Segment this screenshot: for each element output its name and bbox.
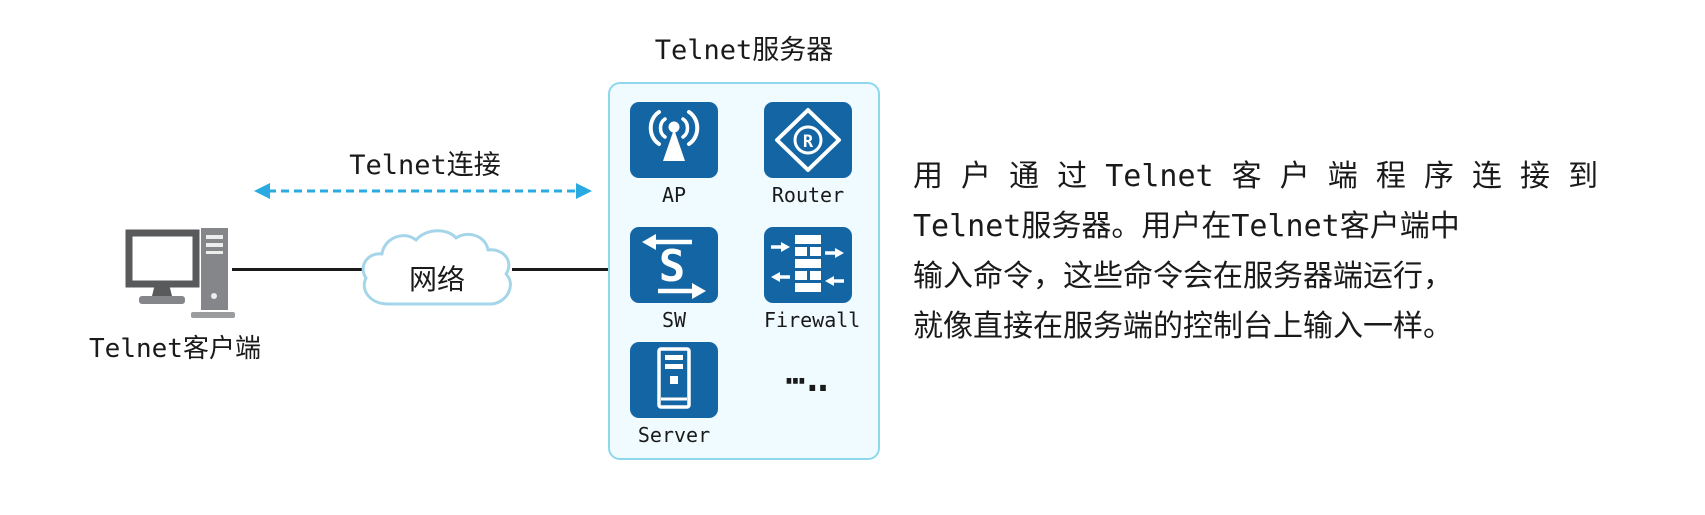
client-to-network-link-line xyxy=(232,268,372,271)
device-switch-label: SW xyxy=(661,308,687,332)
ellipsis-more-devices-icon: ⋯‥ xyxy=(785,361,831,399)
server-group-title: Telnet服务器 xyxy=(654,35,834,66)
telnet-client xyxy=(125,226,240,321)
network-label: 网络 xyxy=(408,263,465,296)
device-router-label: Router xyxy=(771,183,845,207)
description-line: 用 户 通 过 Telnet 客 户 端 程 序 连 接 到 xyxy=(913,159,1599,194)
telnet-server-group-box: AP R Router S SW xyxy=(608,82,880,460)
device-ap: AP xyxy=(630,102,718,207)
network-to-server-link-line xyxy=(512,268,610,271)
firewall-icon xyxy=(764,227,852,303)
router-icon: R xyxy=(764,102,852,178)
description-line: Telnet服务器。用户在Telnet客户端中 xyxy=(913,209,1460,244)
description-line: 就像直接在服务端的控制台上输入一样。 xyxy=(913,309,1453,344)
device-ap-label: AP xyxy=(661,183,687,207)
switch-s-glyph: S xyxy=(659,241,686,292)
telnet-connection-label: Telnet连接 xyxy=(349,150,501,181)
wireless-ap-icon xyxy=(630,102,718,178)
cloud-icon xyxy=(361,229,512,306)
router-r-glyph: R xyxy=(803,132,814,152)
description-paragraph: 用 户 通 过 Telnet 客 户 端 程 序 连 接 到 Telnet服务器… xyxy=(913,152,1598,352)
device-firewall: Firewall xyxy=(764,227,861,332)
device-router: R Router xyxy=(764,102,852,207)
desktop-computer-icon xyxy=(125,228,235,318)
network-cloud: 网络 xyxy=(352,226,522,321)
device-server: Server xyxy=(630,342,718,447)
device-switch: S SW xyxy=(630,227,718,332)
telnet-client-label: Telnet客户端 xyxy=(89,334,261,364)
server-icon xyxy=(630,342,718,418)
device-firewall-label: Firewall xyxy=(764,308,861,332)
description-line: 输入命令，这些命令会在服务器端运行， xyxy=(913,259,1453,294)
telnet-connection-arrow-icon xyxy=(254,183,592,199)
switch-icon: S xyxy=(630,227,718,303)
device-server-label: Server xyxy=(637,423,711,447)
